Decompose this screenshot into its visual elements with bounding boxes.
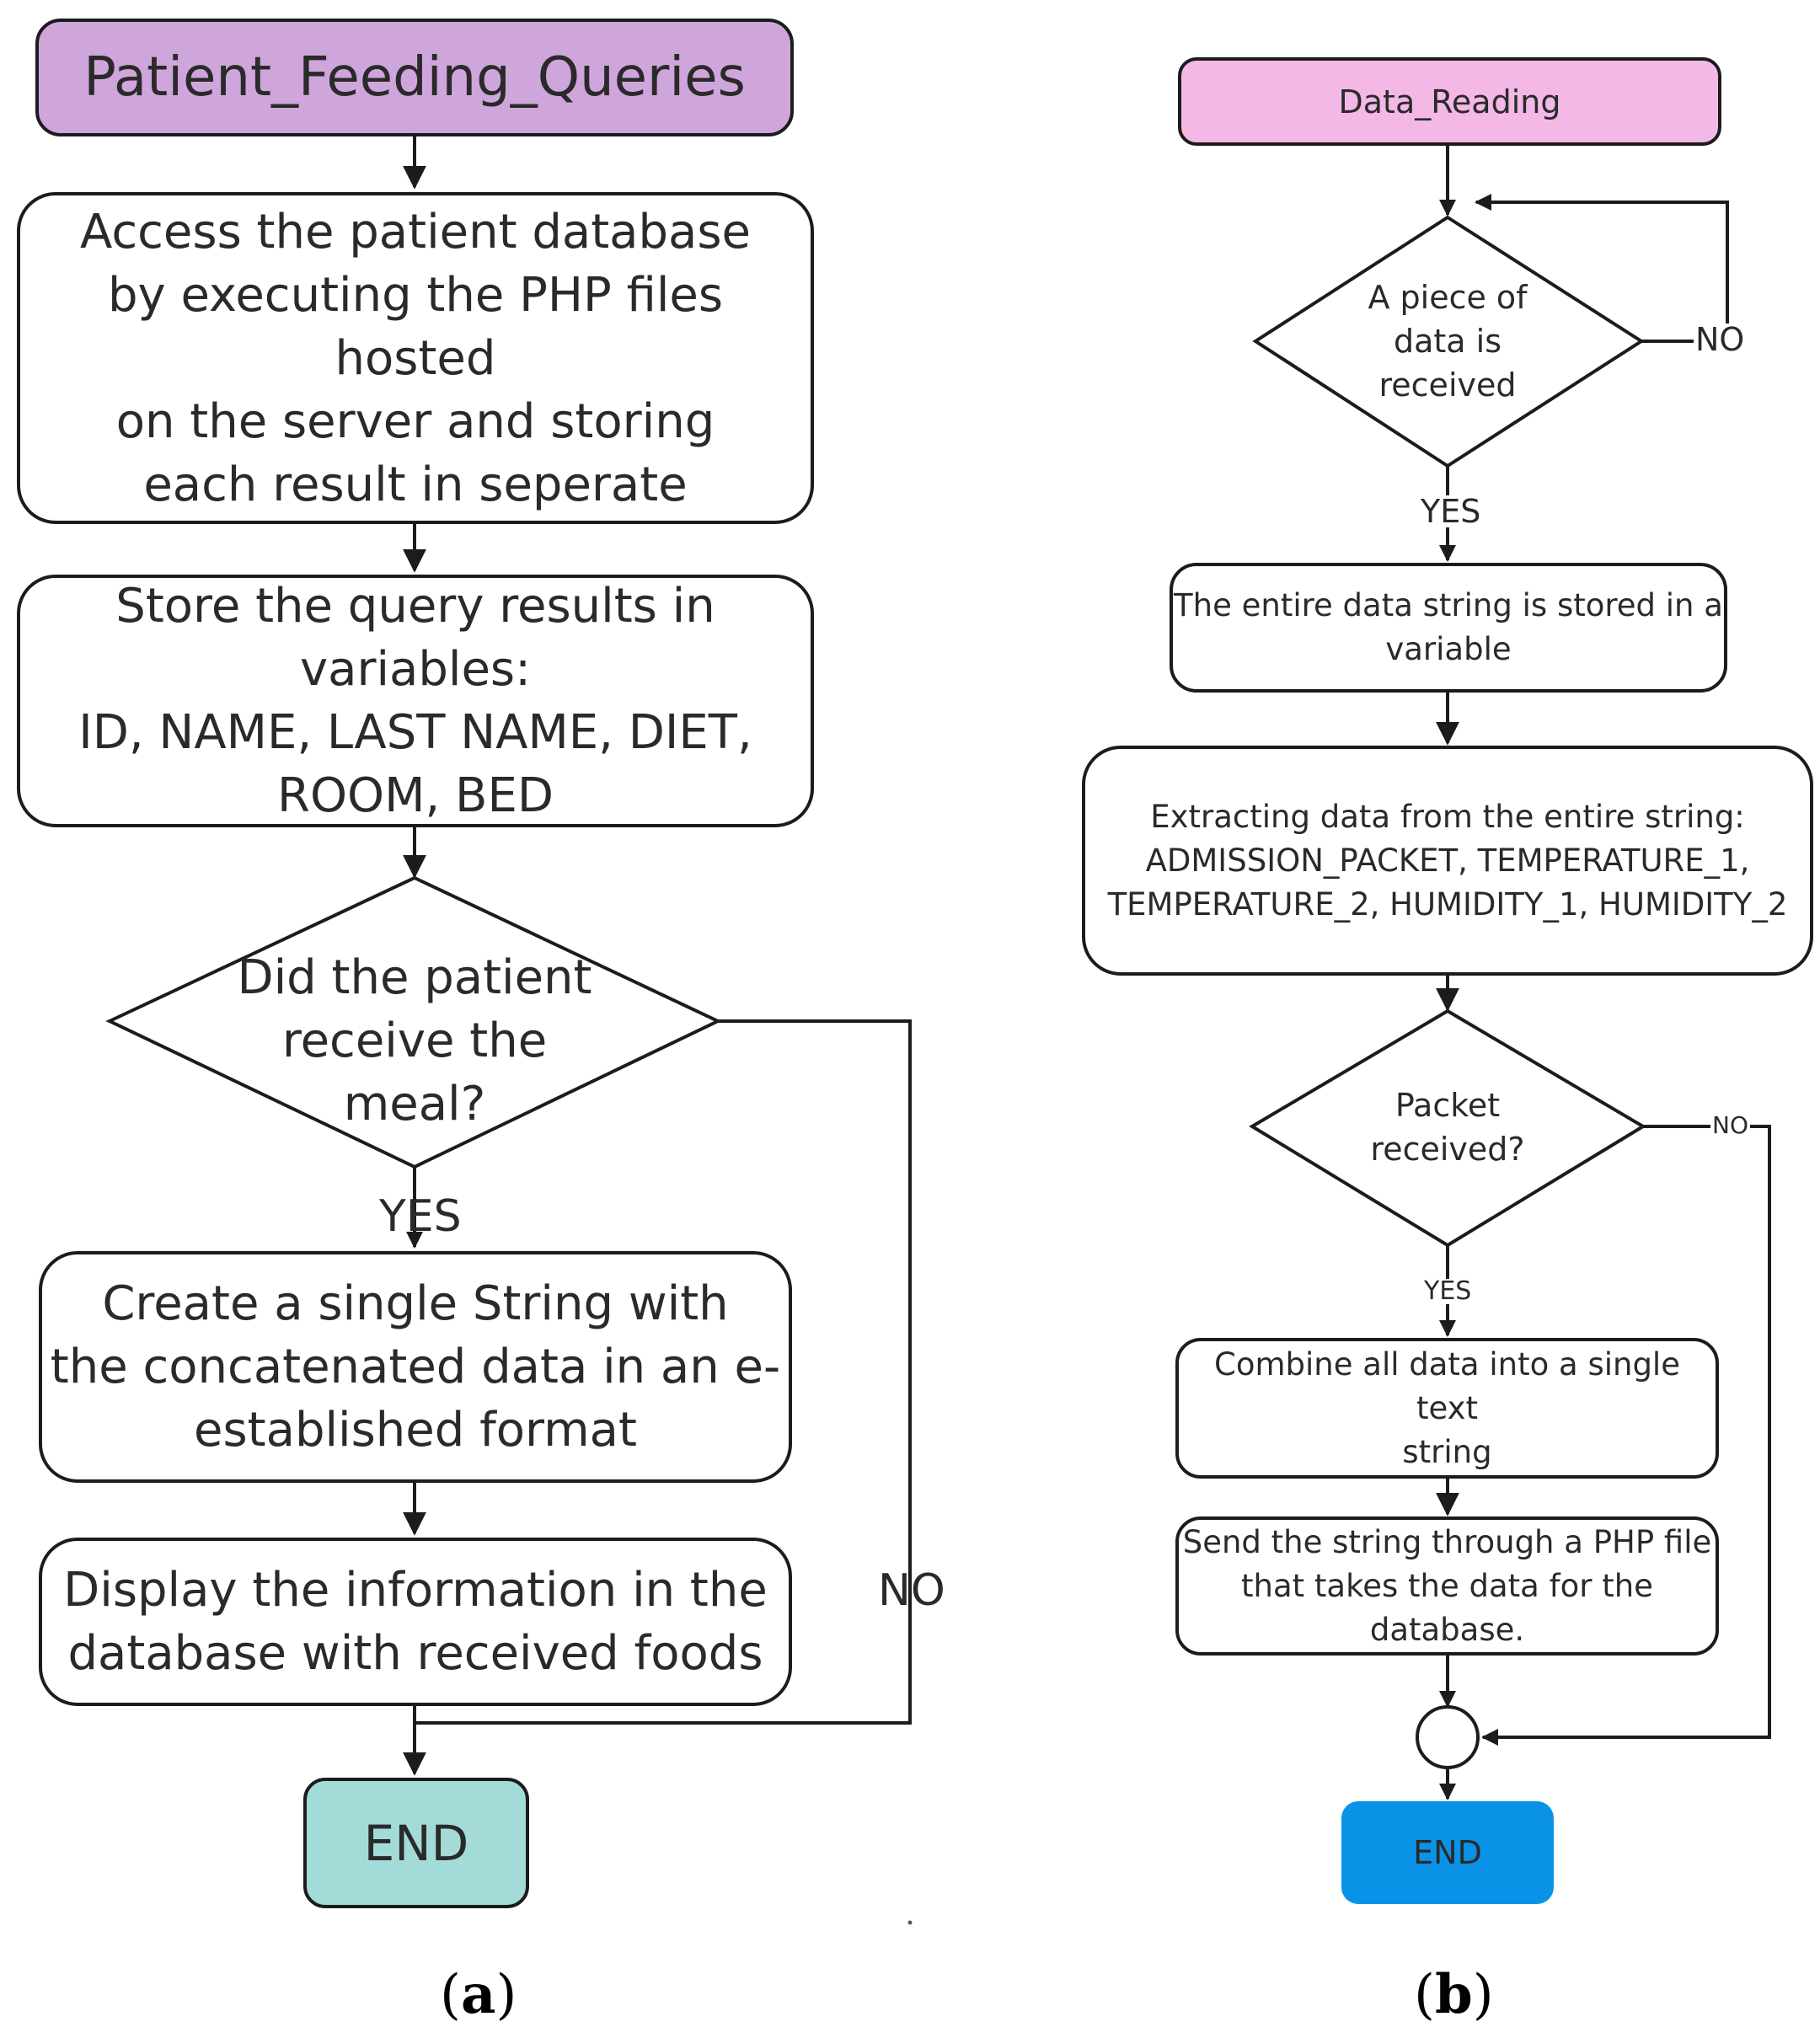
end-a-label: END [363,1814,469,1872]
start-b-label: Data_Reading [1338,83,1561,120]
decision-received-meal-shape [105,875,722,1169]
caption-b-letter: b [1434,1963,1473,2026]
decision-piece-received-shape [1252,215,1645,468]
step-combine-data: Combine all data into a single text stri… [1175,1338,1719,1479]
decision-packet-received-text: Packet received? [1340,1078,1555,1175]
label-yes-a: YES [379,1191,462,1242]
flowchart-b-connectors [1436,146,1771,1800]
line-decision-no-loop [416,1019,912,1725]
step-access-database: Access the patient database by executing… [17,192,814,524]
flowchart-a-connectors [403,136,912,1776]
end-b: END [1341,1801,1554,1904]
decision-piece-received-label: A piece of data is received [1368,279,1528,404]
step-combine-text: Combine all data into a single text stri… [1214,1345,1680,1470]
step-display-text: Display the information in the database … [63,1563,768,1681]
decision-piece-received-text: A piece of data is received [1314,274,1581,409]
line-b-no-loop-back [1475,194,1729,343]
label-yes-b1: YES [1421,493,1481,530]
step-store-data-string: The entire data string is stored in a va… [1170,563,1727,693]
label-no-a: NO [878,1565,945,1616]
step-extract-data: Extracting data from the entire string: … [1082,746,1813,976]
decision-received-meal-text: Did the patient receive the meal? [194,944,635,1137]
end-a: END [303,1778,529,1908]
decision-packet-received-shape [1249,1008,1646,1248]
step-send-string: Send the string through a PHP file that … [1175,1516,1719,1656]
start-patient-feeding-queries: Patient_Feeding_Queries [35,19,794,136]
step-extract-text: Extracting data from the entire string: … [1107,798,1788,923]
stray-dot [907,1920,913,1925]
step-send-text: Send the string through a PHP file that … [1182,1523,1712,1648]
caption-a-letter: a [460,1963,496,2026]
decision-packet-received-label: Packet received? [1370,1086,1525,1168]
step-store-text: Store the query results in variables: ID… [78,579,752,823]
step-access-text: Access the patient database by executing… [80,204,751,512]
caption-b: (b) [1414,1963,1494,2026]
label-no-b2: NO [1710,1111,1750,1139]
merge-junction-circle [1416,1705,1480,1769]
caption-a: (a) [440,1963,517,2026]
label-no-b1: NO [1694,321,1747,358]
decision-received-meal-label: Did the patient receive the meal? [237,949,592,1131]
label-yes-b2: YES [1424,1276,1472,1306]
start-data-reading: Data_Reading [1178,57,1721,146]
step-store-b-text: The entire data string is stored in a va… [1174,587,1723,667]
step-display-information: Display the information in the database … [39,1538,792,1706]
step-create-text: Create a single String with the concaten… [50,1276,781,1458]
line-b-packet-no [1481,1125,1771,1746]
step-create-string: Create a single String with the concaten… [39,1251,792,1483]
step-store-query-results: Store the query results in variables: ID… [17,575,814,827]
start-label: Patient_Feeding_Queries [83,46,746,109]
end-b-label: END [1413,1834,1482,1871]
